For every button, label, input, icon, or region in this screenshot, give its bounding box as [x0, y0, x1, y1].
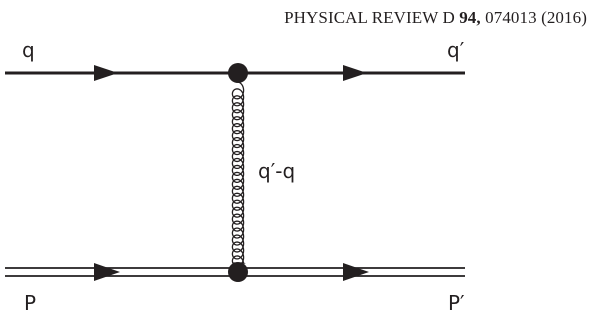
label-outgoing-proton: P′ [448, 291, 465, 315]
arrow-outgoing-proton [343, 263, 369, 281]
article-number: 074013 (2016) [485, 8, 587, 27]
arrow-incoming-quark [94, 65, 118, 81]
volume-number: 94, [459, 8, 481, 27]
arrow-outgoing-quark [343, 65, 367, 81]
label-incoming-proton: P [24, 291, 36, 315]
label-outgoing-quark: q′ [447, 38, 465, 62]
label-gluon-momentum: q′-q [258, 159, 295, 183]
vertex-bottom [228, 262, 248, 282]
page-header: PHYSICAL REVIEW D 94, 074013 (2016) [284, 8, 587, 28]
journal-name: PHYSICAL REVIEW D [284, 8, 455, 27]
gluon-propagator [231, 81, 246, 264]
vertex-top [228, 63, 248, 83]
label-incoming-quark: q [22, 38, 35, 62]
arrow-incoming-proton [94, 263, 120, 281]
